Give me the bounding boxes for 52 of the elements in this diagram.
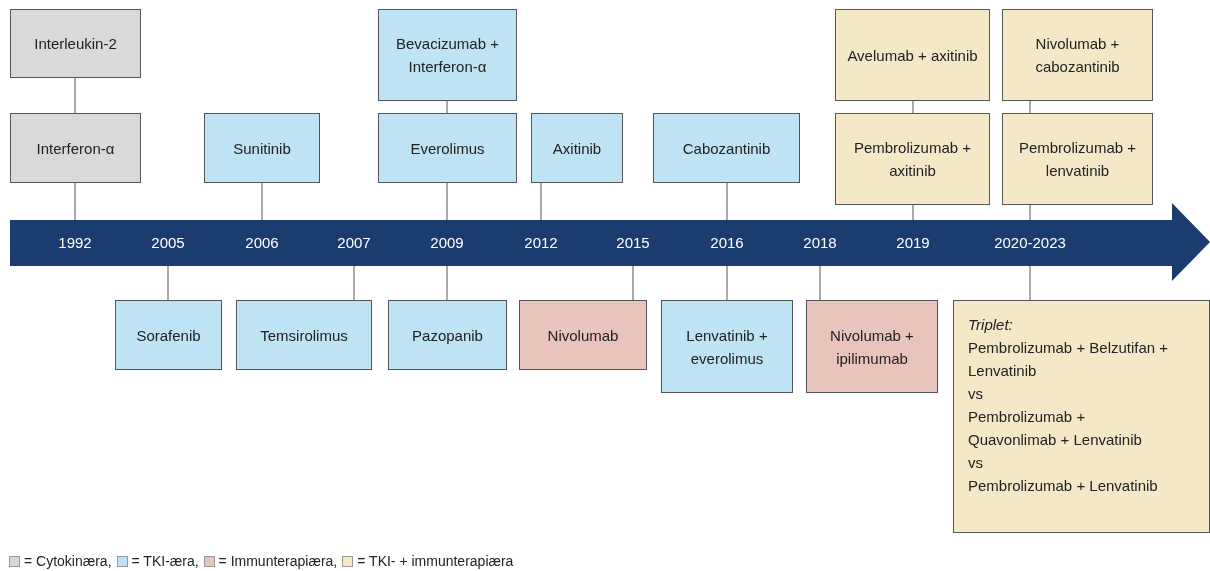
year-label: 2020-2023 — [994, 234, 1066, 251]
connector-line — [167, 265, 169, 301]
connector-line — [446, 100, 448, 114]
year-label: 2005 — [151, 234, 185, 251]
legend-text: = TKI-æra, — [131, 553, 199, 569]
connector-line — [446, 182, 448, 221]
connector-line — [726, 265, 728, 301]
treatment-box: Lenvatinib + everolimus — [661, 300, 793, 393]
connector-line — [1029, 100, 1031, 114]
treatment-box: Bevacizumab + Interferon-α — [378, 9, 517, 101]
connector-line — [353, 265, 355, 301]
year-label: 2006 — [245, 234, 279, 251]
treatment-box: Everolimus — [378, 113, 517, 183]
connector-line — [540, 182, 542, 221]
treatment-box: Nivolumab + cabozantinib — [1002, 9, 1153, 101]
year-label: 2007 — [337, 234, 371, 251]
connector-line — [912, 100, 914, 114]
connector-line — [446, 265, 448, 301]
legend-text: = Immunterapiæra, — [218, 553, 338, 569]
year-label: 2015 — [616, 234, 650, 251]
connector-line — [1029, 265, 1031, 301]
treatment-box: Interleukin-2 — [10, 9, 141, 78]
treatment-box: Triplet: Pembrolizumab + Belzutifan + Lenvatinib vs Pembrolizumab + Quavonlimab + Lenvatinib vs Pembrolizumab + Lenvatinib — [953, 300, 1210, 533]
year-label: 2012 — [524, 234, 558, 251]
treatment-box: Cabozantinib — [653, 113, 800, 183]
treatment-box: Avelumab + axitinib — [835, 9, 990, 101]
connector-line — [912, 204, 914, 221]
legend-text: = TKI- + immunterapiæra — [357, 553, 514, 569]
connector-line — [726, 182, 728, 221]
year-label: 1992 — [58, 234, 92, 251]
treatment-box: Pembrolizumab + axitinib — [835, 113, 990, 205]
legend-text: = Cytokinæra, — [24, 553, 112, 569]
year-label: 2018 — [803, 234, 837, 251]
connector-line — [74, 77, 76, 114]
connector-line — [261, 182, 263, 221]
treatment-box: Axitinib — [531, 113, 623, 183]
year-label: 2016 — [710, 234, 744, 251]
connector-line — [819, 265, 821, 301]
treatment-box: Nivolumab + ipilimumab — [806, 300, 938, 393]
treatment-box: Interferon-α — [10, 113, 141, 183]
connector-line — [74, 182, 76, 221]
treatment-box: Nivolumab — [519, 300, 647, 370]
timeline-arrow — [10, 203, 1210, 281]
treatment-box: Sorafenib — [115, 300, 222, 370]
year-label: 2009 — [430, 234, 464, 251]
year-label: 2019 — [896, 234, 930, 251]
connector-line — [632, 265, 634, 301]
connector-line — [1029, 204, 1031, 221]
treatment-box: Temsirolimus — [236, 300, 372, 370]
treatment-box: Pazopanib — [388, 300, 507, 370]
treatment-box: Sunitinib — [204, 113, 320, 183]
treatment-box: Pembrolizumab + lenvatinib — [1002, 113, 1153, 205]
